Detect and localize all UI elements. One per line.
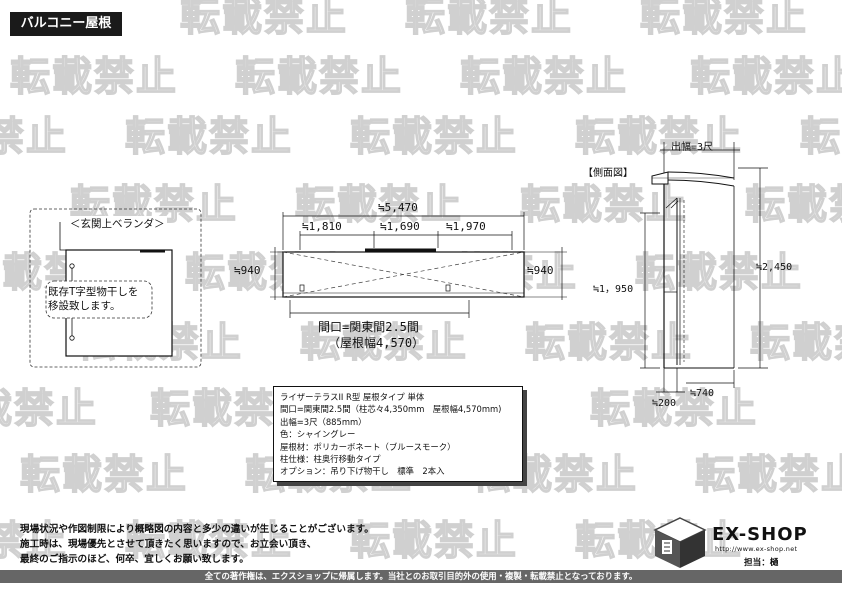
depth-dim: ≒740 bbox=[690, 388, 715, 399]
total-height-dim: ≒2,450 bbox=[756, 262, 793, 273]
inner-height-dim: ≒1，950 bbox=[593, 284, 634, 295]
side-view-label: 【側面図】 bbox=[583, 168, 633, 179]
shop-url: http://www.ex-shop.net bbox=[715, 545, 798, 553]
staff-label: 担当：樋 bbox=[744, 558, 779, 568]
brand-name: EX-SHOP bbox=[712, 524, 808, 545]
disclaimer-notes: 現場状況や作図制限により概略図の内容と多少の違いが生じることがございます。 施工… bbox=[20, 522, 374, 567]
offset-dim: ≒200 bbox=[652, 398, 677, 409]
front-view bbox=[270, 212, 567, 318]
ex-shop-logo-mark bbox=[653, 517, 707, 568]
callout-line: 既存T字型物干しを bbox=[48, 286, 139, 298]
veranda-label: ＜玄関上ベランダ＞ bbox=[68, 216, 167, 231]
spec-line: 間口=関東間2.5間（柱芯々4,350mm 屋根幅4,570mm) bbox=[280, 404, 502, 415]
left-segment-dim: ≒1,810 bbox=[302, 220, 342, 233]
spec-line: ライザーテラスII R型 屋根タイプ 単体 bbox=[280, 392, 425, 402]
note-line: 最終のご指示のほど、何卒、宜しくお願い致します。 bbox=[20, 554, 249, 565]
plan-view bbox=[29, 208, 202, 368]
drawing-title-tag: バルコニー屋根 bbox=[10, 12, 122, 36]
projection-dim: 出幅=3尺 bbox=[671, 142, 714, 153]
spec-line: 柱仕様：柱奥行移動タイプ bbox=[280, 454, 381, 465]
callout-line: 移設致します。 bbox=[48, 300, 121, 312]
right-height-dim: ≒940 bbox=[527, 264, 554, 277]
spec-line: オプション：吊り下げ物干し 標準 2本入 bbox=[280, 466, 445, 477]
left-height-dim: ≒940 bbox=[234, 264, 261, 277]
note-line: 現場状況や作図制限により概略図の内容と多少の違いが生じることがございます。 bbox=[20, 524, 374, 535]
spec-line: 色：シャイングレー bbox=[280, 429, 356, 440]
frontage-caption: 間口=関東間2.5間 bbox=[318, 320, 419, 334]
side-view bbox=[640, 142, 768, 393]
spec-line: 出幅=3尺（885mm） bbox=[280, 416, 367, 427]
right-segment-dim: ≒1,970 bbox=[446, 220, 486, 233]
roof-width-caption: （屋根幅4,570） bbox=[328, 336, 425, 350]
copyright-footer: 全ての著作権は、エクスショップに帰属します。当社とのお取引目的外の使用・複製・転… bbox=[0, 570, 842, 583]
spec-line: 屋根材：ポリカーボネート（ブルースモーク） bbox=[280, 441, 456, 452]
note-line: 施工時は、現場優先とさせて頂きたく思いますので、お立会い頂き、 bbox=[20, 539, 317, 550]
middle-segment-dim: ≒1,690 bbox=[380, 220, 420, 233]
product-spec-box: ライザーテラスII R型 屋根タイプ 単体 間口=関東間2.5間（柱芯々4,35… bbox=[273, 386, 523, 482]
relocation-callout: 既存T字型物干しを 移設致します。 bbox=[48, 285, 138, 313]
total-width-dim: ≒5,470 bbox=[378, 201, 418, 214]
